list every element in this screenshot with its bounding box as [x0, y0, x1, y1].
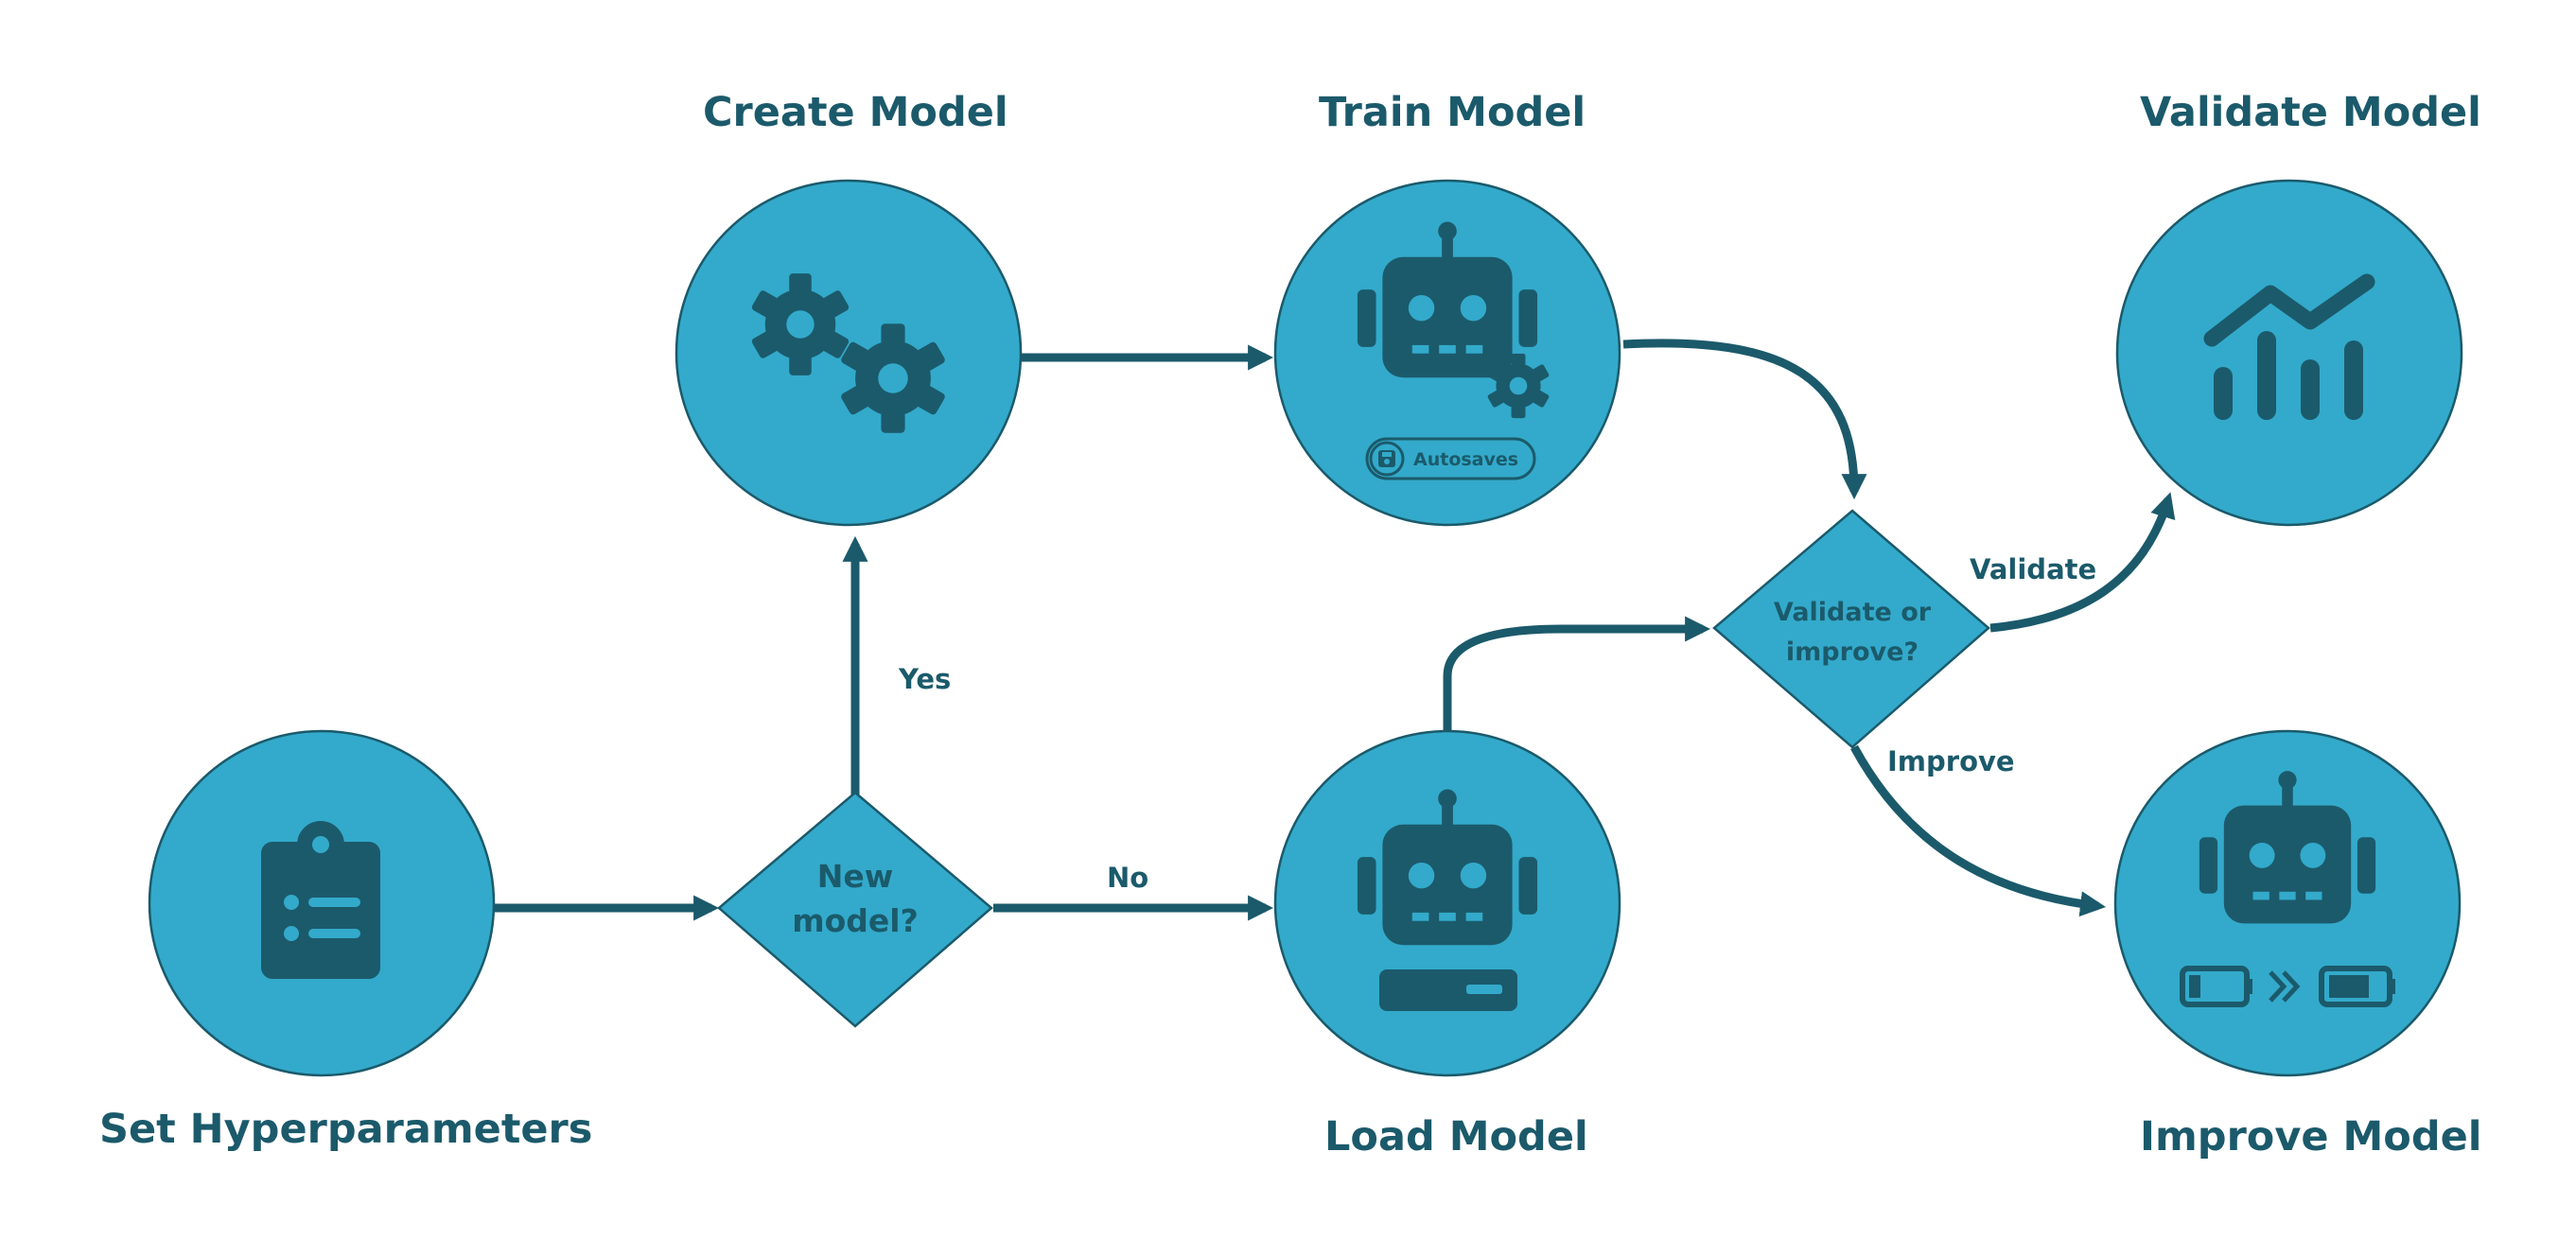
autosaves-label: Autosaves — [1413, 449, 1518, 470]
edge-label-no: No — [1107, 862, 1148, 894]
node-title-improve-model: Improve Model — [2140, 1113, 2482, 1160]
edge-load-to-decision — [1443, 616, 1711, 733]
node-load-model — [1273, 729, 1621, 1077]
battery-low-icon — [2180, 966, 2252, 1007]
node-title-validate-model: Validate Model — [2140, 89, 2481, 136]
node-title-set-hyperparameters: Set Hyperparameters — [99, 1106, 592, 1153]
node-validate-model — [2115, 179, 2463, 527]
save-icon — [1369, 441, 1405, 477]
node-title-train-model: Train Model — [1319, 89, 1586, 136]
chevrons-right-icon — [2269, 970, 2301, 1003]
robot-battery-icon — [2180, 771, 2395, 1007]
edge-validate — [1989, 492, 2176, 633]
node-train-model: Autosaves — [1273, 179, 1621, 527]
chart-trend-icon — [2203, 273, 2375, 420]
node-title-create-model: Create Model — [703, 89, 1008, 136]
battery-full-icon — [2319, 966, 2395, 1007]
node-improve-model — [2113, 729, 2462, 1077]
node-create-model — [675, 179, 1023, 527]
node-set-hyperparameters — [148, 729, 496, 1077]
autosaves-badge: Autosaves — [1365, 437, 1536, 480]
edge-label-yes: Yes — [898, 663, 951, 695]
edge-train-to-decision — [1622, 339, 1867, 500]
decision-new-model-line2: model? — [792, 902, 919, 939]
clipboard-list-icon — [261, 821, 380, 979]
edge-label-improve: Improve — [1887, 745, 2015, 777]
edge-label-validate: Validate — [1970, 553, 2096, 585]
node-title-load-model: Load Model — [1324, 1113, 1588, 1160]
decision-new-model-line1: New — [817, 858, 894, 895]
decision-validate-or-improve: Validate or improve? — [1712, 509, 1990, 749]
robot-drive-icon — [1357, 789, 1538, 1011]
decision-validate-or-improve-line1: Validate or — [1774, 598, 1932, 627]
decision-validate-or-improve-line2: improve? — [1786, 637, 1919, 667]
decision-new-model: New model? — [717, 791, 993, 1028]
edge-improve — [1850, 744, 2107, 917]
